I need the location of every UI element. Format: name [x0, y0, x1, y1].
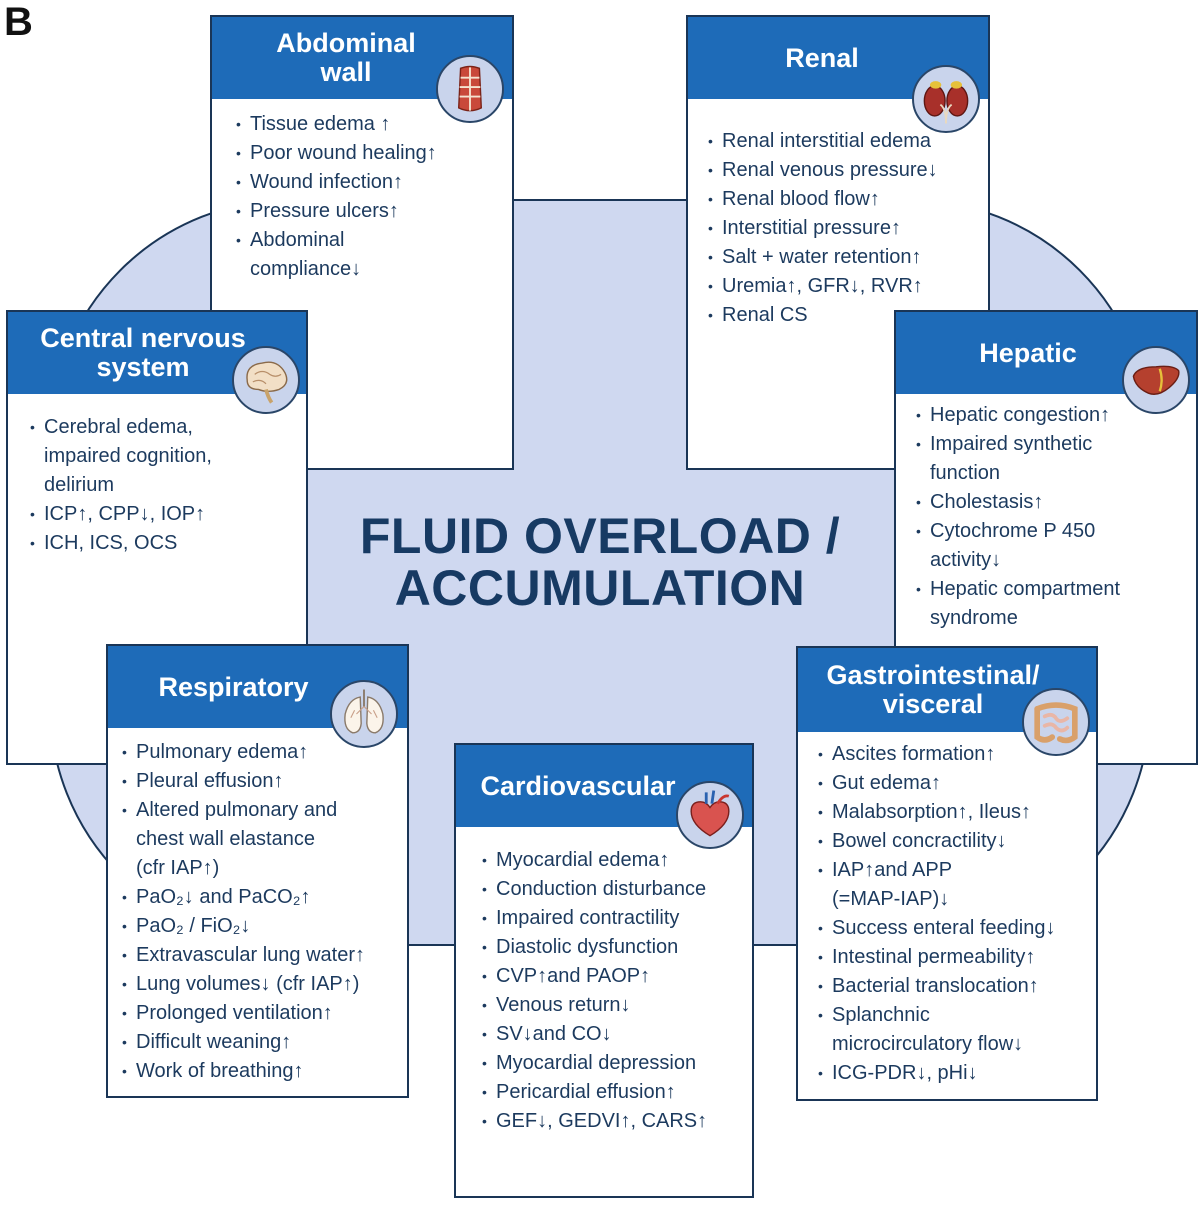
list-item: PaO₂↓ and PaCO₂↑: [122, 883, 407, 912]
list-item: Uremia↑, GFR↓, RVR↑: [708, 272, 983, 301]
list-item: Pleural effusion↑: [122, 767, 407, 796]
list-item: Gut edema↑: [818, 769, 1096, 798]
list-item: Diastolic dysfunction: [482, 933, 750, 962]
list-item: Difficult weaning↑: [122, 1028, 407, 1057]
list-item: Interstitial pressure↑: [708, 214, 983, 243]
list-item: Renal interstitial edema: [708, 127, 983, 156]
box-title-line: Abdominal: [276, 28, 416, 58]
list-item: Renal CS: [708, 301, 983, 330]
list-item: CVP↑and PAOP↑: [482, 962, 750, 991]
list-item: Pressure ulcers↑: [236, 197, 506, 226]
list-item: SV↓and CO↓: [482, 1020, 750, 1049]
center-title: FLUID OVERLOAD / ACCUMULATION: [300, 510, 900, 614]
center-title-line: ACCUMULATION: [394, 560, 806, 616]
list-item: Extravascular lung water↑: [122, 941, 407, 970]
list-item: Wound infection↑: [236, 168, 506, 197]
list-item: Pericardial effusion↑: [482, 1078, 750, 1107]
list-item: Cerebral edema,impaired cognition,deliri…: [30, 413, 300, 500]
list-item: Cholestasis↑: [916, 488, 1191, 517]
kidney-icon: [912, 65, 980, 133]
hepatic-list: Hepatic congestion↑ Impaired syntheticfu…: [916, 401, 1191, 633]
list-item: Venous return↓: [482, 991, 750, 1020]
box-title-line: Gastrointestinal/: [826, 660, 1040, 690]
list-item: Ascites formation↑: [818, 740, 1096, 769]
heart-icon: [676, 781, 744, 849]
hepatic-box: Hepatic Hepatic congestion↑ Impaired syn…: [894, 310, 1198, 765]
list-item: PaO₂ / FiO₂↓: [122, 912, 407, 941]
abdominal-wall-list: Tissue edema ↑ Poor wound healing↑ Wound…: [236, 110, 506, 284]
list-item: Intestinal permeability↑: [818, 943, 1096, 972]
box-title: Cardiovascular: [480, 770, 676, 801]
gastrointestinal-list: Ascites formation↑ Gut edema↑ Malabsorpt…: [818, 740, 1096, 1088]
respiratory-list: Pulmonary edema↑ Pleural effusion↑ Alter…: [122, 738, 407, 1086]
cns-list: Cerebral edema,impaired cognition,deliri…: [30, 413, 300, 558]
box-title-line: Central nervous: [40, 323, 246, 353]
list-item: Renal venous pressure↓: [708, 156, 983, 185]
list-item: Impaired contractility: [482, 904, 750, 933]
cardiovascular-box: Cardiovascular Myocardial edema↑ Conduct…: [454, 743, 754, 1198]
list-item: Lung volumes↓ (cfr IAP↑): [122, 970, 407, 999]
list-item: Salt + water retention↑: [708, 243, 983, 272]
box-title-line: wall: [320, 57, 372, 87]
box-title-line: visceral: [882, 689, 984, 719]
list-item: Tissue edema ↑: [236, 110, 506, 139]
box-header: Gastrointestinal/ visceral: [798, 648, 1096, 732]
list-item: Bowel concractility↓: [818, 827, 1096, 856]
list-item: Renal blood flow↑: [708, 185, 983, 214]
box-title: Gastrointestinal/ visceral: [826, 661, 1039, 719]
list-item: Hepatic congestion↑: [916, 401, 1191, 430]
respiratory-box: Respiratory Pulmonary edema↑ Pleural eff…: [106, 644, 409, 1098]
list-item: ICG-PDR↓, pHi↓: [818, 1059, 1096, 1088]
box-title: Hepatic: [979, 337, 1077, 368]
box-title: Renal: [785, 42, 859, 73]
center-title-line: FLUID OVERLOAD /: [359, 508, 841, 564]
brain-icon: [232, 346, 300, 414]
box-title: Central nervous system: [40, 324, 246, 382]
list-item: Pulmonary edema↑: [122, 738, 407, 767]
list-item: Poor wound healing↑: [236, 139, 506, 168]
box-title: Respiratory: [158, 671, 309, 702]
list-item: Myocardial edema↑: [482, 846, 750, 875]
list-item: Malabsorption↑, Ileus↑: [818, 798, 1096, 827]
list-item: ICP↑, CPP↓, IOP↑: [30, 500, 300, 529]
renal-list: Renal interstitial edema Renal venous pr…: [708, 127, 983, 330]
lungs-icon: [330, 680, 398, 748]
list-item: GEF↓, GEDVI↑, CARS↑: [482, 1107, 750, 1136]
list-item: Myocardial depression: [482, 1049, 750, 1078]
gastrointestinal-box: Gastrointestinal/ visceral Ascites forma…: [796, 646, 1098, 1101]
list-item: IAP↑and APP(=MAP-IAP)↓: [818, 856, 1096, 914]
cardiovascular-list: Myocardial edema↑ Conduction disturbance…: [482, 846, 750, 1136]
abdominal-wall-box: Abdominal wall Tissue edema ↑ Poor wound…: [210, 15, 514, 470]
box-title-line: system: [96, 352, 190, 382]
list-item: Bacterial translocation↑: [818, 972, 1096, 1001]
box-title: Abdominal wall: [276, 29, 416, 87]
list-item: Prolonged ventilation↑: [122, 999, 407, 1028]
list-item: ICH, ICS, OCS: [30, 529, 300, 558]
list-item: Success enteral feeding↓: [818, 914, 1096, 943]
list-item: Conduction disturbance: [482, 875, 750, 904]
list-item: Work of breathing↑: [122, 1057, 407, 1086]
panel-label: B: [4, 0, 33, 44]
